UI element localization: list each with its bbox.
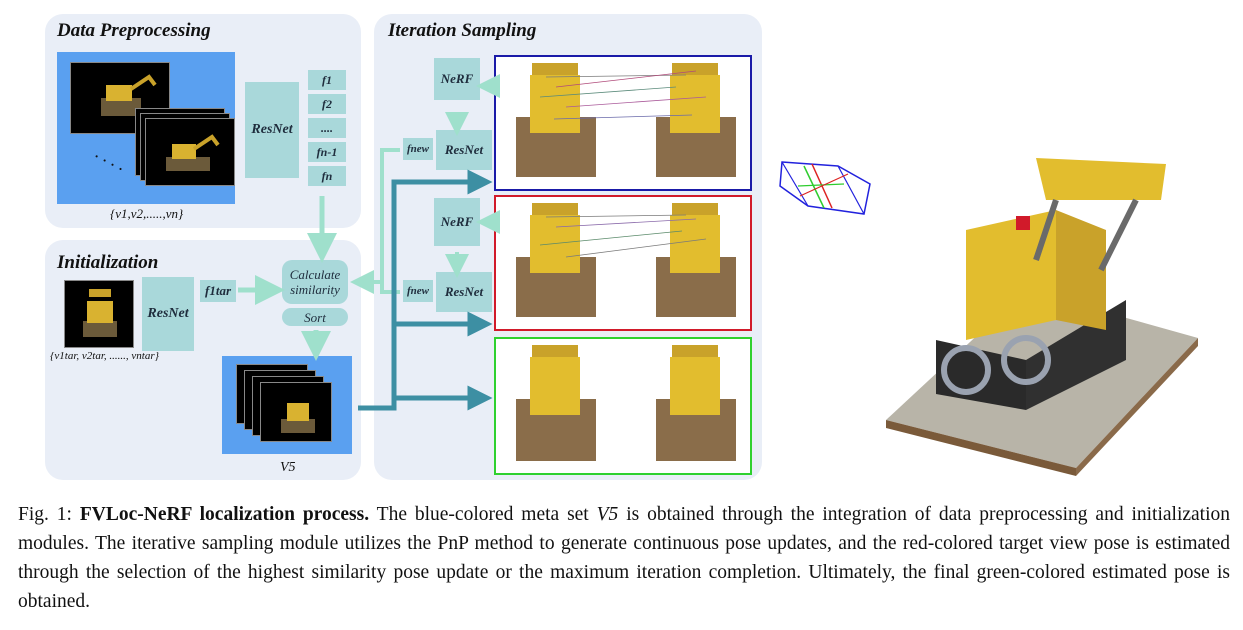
feature-fn: fn — [308, 166, 346, 186]
pose-pair-box-red — [494, 195, 752, 331]
matched-loaders — [516, 63, 736, 177]
feature-fn-1: fn-1 — [308, 142, 346, 162]
caption-meta-symbol: V5 — [596, 504, 619, 525]
nerf-label: NeRF — [440, 71, 474, 86]
nerf-box-1: NeRF — [434, 58, 480, 100]
fnew-label: fnew — [407, 285, 429, 297]
target-feature-box: f1tar — [200, 280, 236, 302]
target-view-image — [64, 280, 134, 348]
nerf-box-2: NeRF — [434, 198, 480, 246]
final-loaders — [516, 345, 736, 461]
matched-loaders — [516, 203, 736, 317]
feature-stack: f1 f2 .... fn-1 fn — [308, 70, 350, 190]
fnew-box-2: fnew — [403, 280, 433, 302]
sort-box: Sort — [282, 308, 348, 326]
resnet-box-1: ResNet — [436, 130, 492, 170]
preprocessing-resnet: ResNet — [245, 82, 299, 178]
data-preprocessing-title: Data Preprocessing — [57, 20, 211, 41]
figure-caption: Fig. 1: FVLoc-NeRF localization process.… — [18, 500, 1230, 616]
iteration-sampling-title: Iteration Sampling — [388, 20, 537, 41]
feature-ellipsis: .... — [308, 118, 346, 138]
target-feature-label: f1tar — [205, 283, 231, 298]
calculate-similarity-box: Calculate similarity — [282, 260, 348, 304]
loader-thumbnail — [101, 74, 157, 116]
loader-thumbnail — [281, 403, 315, 433]
nerf-label: NeRF — [440, 214, 474, 229]
feature-f1: f1 — [308, 70, 346, 90]
fnew-box-1: fnew — [403, 138, 433, 160]
resnet-label: ResNet — [251, 122, 293, 137]
calculate-similarity-label: Calculate similarity — [289, 267, 341, 297]
initialization-title: Initialization — [57, 252, 159, 273]
connector-arrows — [238, 74, 500, 411]
meta-set-label: V5 — [280, 460, 296, 475]
initialization-resnet: ResNet — [142, 277, 194, 351]
pose-pair-box-blue — [494, 55, 752, 191]
view-set-label: {v1,v2,.....,vn} — [110, 206, 184, 221]
caption-body-1: The blue-colored meta set — [376, 504, 589, 525]
loader-thumbnail — [166, 134, 220, 171]
caption-body-2: is obtained through the integration of d… — [18, 504, 1231, 612]
camera-frustums — [779, 161, 871, 215]
resnet-box-2: ResNet — [436, 272, 492, 312]
caption-fig-label: Fig. 1: — [18, 504, 72, 525]
loader-thumbnail — [83, 289, 117, 337]
target-set-label: {v1tar, v2tar, ......, vntar} — [50, 350, 160, 362]
pose-pair-box-green — [494, 337, 752, 475]
feature-f2: f2 — [308, 94, 346, 114]
caption-title: FVLoc-NeRF localization process. — [79, 504, 370, 525]
resnet-label: ResNet — [147, 306, 189, 321]
loader-3d-render — [886, 158, 1198, 476]
training-view-frame — [145, 118, 235, 186]
meta-frame — [260, 382, 332, 442]
sort-label: Sort — [304, 309, 326, 325]
fnew-label: fnew — [407, 143, 429, 155]
resnet-label: ResNet — [444, 284, 484, 299]
resnet-label: ResNet — [444, 142, 484, 157]
training-view-frame — [70, 62, 170, 134]
